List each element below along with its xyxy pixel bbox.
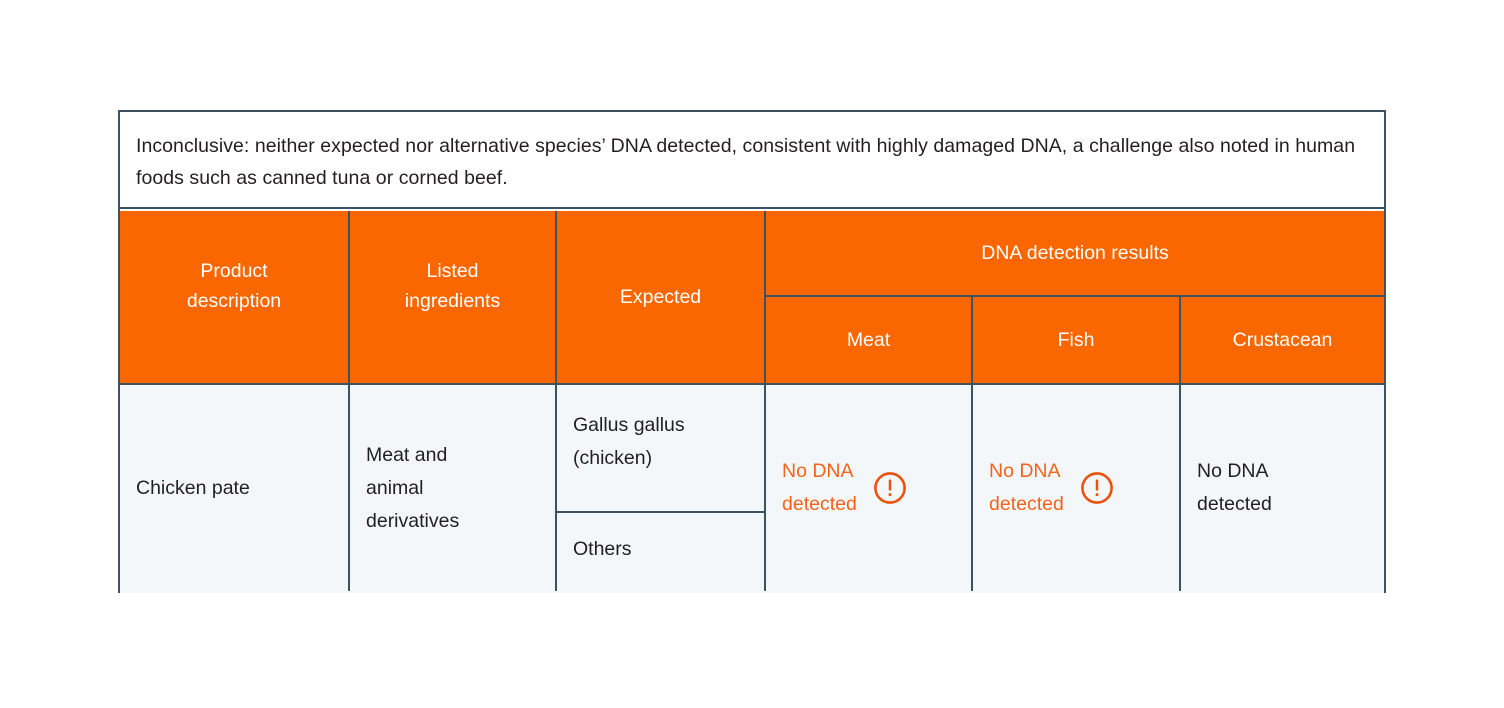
cell-meat-result: No DNA detected <box>764 385 971 591</box>
cell-listed-ingredients: Meat and animal derivatives <box>348 385 555 591</box>
cell-product-description: Chicken pate <box>120 385 348 591</box>
column-header-meat-label: Meat <box>846 329 891 351</box>
cell-expected-secondary-text: Others <box>573 538 632 560</box>
column-header-expected-label: Expected <box>619 286 702 308</box>
column-header-fish-label: Fish <box>1057 329 1095 351</box>
table-row: Chicken pate Meat and animal derivatives… <box>120 383 1384 593</box>
cell-meat-result-text: No DNA detected <box>782 460 857 515</box>
column-group-header-dna-detection-results-label: DNA detection results <box>981 242 1169 264</box>
warning-icon <box>1080 471 1114 505</box>
table-header: Product description Listed ingredients E… <box>120 211 1384 383</box>
cell-expected-secondary: Others <box>555 513 764 591</box>
warning-icon <box>873 471 907 505</box>
column-header-expected: Expected <box>555 211 764 383</box>
cell-fish-result-text: No DNA detected <box>989 460 1064 515</box>
column-header-listed-ingredients: Listed ingredients <box>348 211 555 383</box>
caption-text: Inconclusive: neither expected nor alter… <box>136 135 1356 189</box>
column-header-crustacean: Crustacean <box>1179 297 1384 383</box>
column-header-product-description-label: Product description <box>186 260 282 312</box>
cell-crustacean-result-text: No DNA detected <box>1197 460 1272 515</box>
column-header-fish: Fish <box>971 297 1179 383</box>
cell-crustacean-result: No DNA detected <box>1179 385 1384 591</box>
column-header-meat: Meat <box>764 297 971 383</box>
cell-product-description-text: Chicken pate <box>136 476 250 499</box>
dna-detection-results-table: Inconclusive: neither expected nor alter… <box>118 110 1386 593</box>
column-group-header-dna-detection-results: DNA detection results <box>764 211 1384 297</box>
cell-expected-primary: Gallus gallus (chicken) <box>555 385 764 513</box>
column-header-crustacean-label: Crustacean <box>1232 329 1333 351</box>
table-caption: Inconclusive: neither expected nor alter… <box>120 112 1384 209</box>
column-header-listed-ingredients-label: Listed ingredients <box>404 260 501 312</box>
cell-fish-result: No DNA detected <box>971 385 1179 591</box>
cell-expected-primary-text: Gallus gallus (chicken) <box>573 414 685 469</box>
column-header-product-description: Product description <box>120 211 348 383</box>
cell-listed-ingredients-text: Meat and animal derivatives <box>366 443 460 532</box>
